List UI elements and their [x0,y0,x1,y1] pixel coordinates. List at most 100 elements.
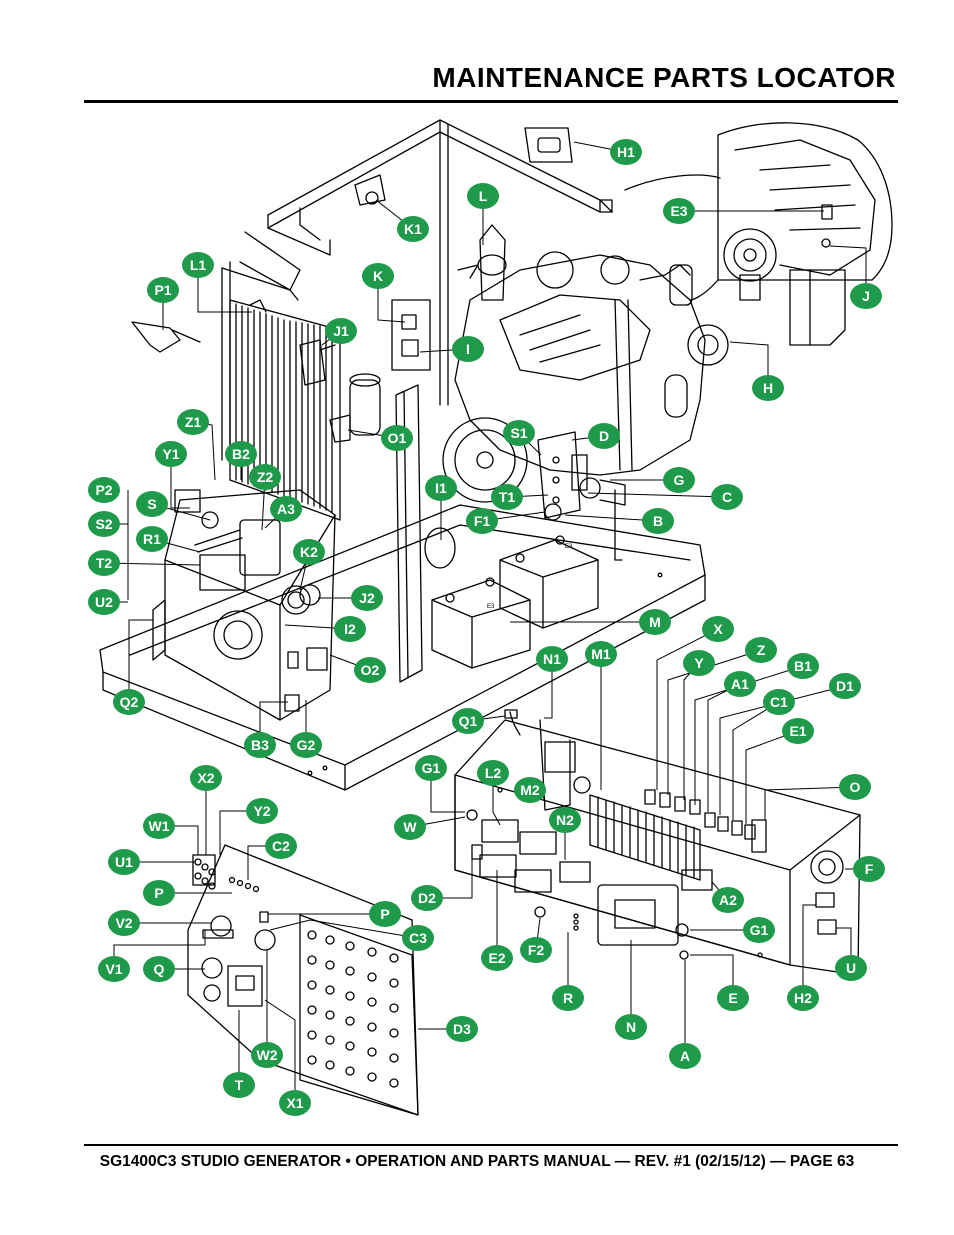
svg-text:C1: C1 [770,694,788,710]
svg-text:S1: S1 [510,425,527,441]
callout-n: N [615,1014,647,1040]
callout-y1: Y1 [155,441,187,467]
svg-text:R: R [563,990,573,1006]
svg-text:Z1: Z1 [185,414,202,430]
svg-text:B1: B1 [794,658,812,674]
callout-e: E [717,985,749,1011]
svg-text:L1: L1 [190,257,207,273]
svg-text:G1: G1 [750,922,769,938]
svg-text:E1: E1 [789,723,806,739]
callout-g2: G2 [290,732,322,758]
svg-text:G2: G2 [297,737,316,753]
callout-t1: T1 [491,484,523,510]
svg-text:B: B [653,513,663,529]
svg-text:D: D [599,428,609,444]
svg-text:P: P [154,885,163,901]
svg-text:H1: H1 [617,144,635,160]
engine [442,251,729,561]
callout-z2: Z2 [249,464,281,490]
callout-e2: E2 [481,945,513,971]
callout-q1: Q1 [452,708,484,734]
callout-b1: B1 [787,653,819,679]
svg-text:B3: B3 [251,737,269,753]
svg-text:W1: W1 [149,818,170,834]
callout-c3: C3 [402,925,434,951]
svg-text:J1: J1 [333,323,349,339]
svg-text:H2: H2 [794,990,812,1006]
svg-text:P: P [380,906,389,922]
svg-text:Y2: Y2 [253,803,270,819]
svg-text:A3: A3 [277,501,295,517]
callout-s: S [136,491,168,517]
callout-p-left: P [143,880,175,906]
svg-text:F: F [865,861,874,877]
callout-a3: A3 [270,496,302,522]
callout-r1: R1 [136,526,168,552]
callout-c1: C1 [763,689,795,715]
svg-text:A: A [680,1048,690,1064]
callout-f2: F2 [520,937,552,963]
callout-g: G [663,467,695,493]
receptacle-grid [307,930,399,1088]
svg-text:P1: P1 [154,282,171,298]
callout-j1: J1 [325,318,357,344]
svg-text:X2: X2 [197,770,214,786]
callout-k: K [362,263,394,289]
callout-v1: V1 [98,956,130,982]
callout-i1: I1 [425,475,457,501]
svg-text:C3: C3 [409,930,427,946]
callout-u1: U1 [108,849,140,875]
callout-n2: N2 [549,807,581,833]
svg-text:Y: Y [694,655,704,671]
callout-a: A [669,1043,701,1069]
callout-j2: J2 [351,585,383,611]
svg-text:D3: D3 [453,1021,471,1037]
battery-marks: E3 E3 [487,544,573,610]
callout-i2: I2 [334,616,366,642]
svg-text:B2: B2 [232,446,250,462]
page-title: MAINTENANCE PARTS LOCATOR [432,62,896,93]
callout-l2: L2 [477,760,509,786]
callout-b2: B2 [225,441,257,467]
callout-d1: D1 [829,673,861,699]
upper-components [131,127,573,443]
callout-i: I [452,336,484,362]
main-control-panel [454,709,861,976]
svg-text:X: X [713,621,723,637]
svg-text:T1: T1 [499,489,516,505]
svg-text:O1: O1 [388,430,407,446]
callout-p1: P1 [147,277,179,303]
callout-p-right: P [369,901,401,927]
svg-text:R1: R1 [143,531,161,547]
svg-text:K1: K1 [404,221,422,237]
svg-text:D1: D1 [836,678,854,694]
svg-text:E2: E2 [488,950,505,966]
callout-n1: N1 [536,646,568,672]
svg-text:T2: T2 [96,555,113,571]
svg-text:F2: F2 [528,942,545,958]
svg-text:M1: M1 [591,646,611,662]
heat-sink [589,794,701,881]
callout-r: R [552,985,584,1011]
svg-text:V1: V1 [105,961,122,977]
svg-text:P2: P2 [95,482,112,498]
svg-text:L: L [479,188,488,204]
svg-text:J2: J2 [359,590,375,606]
callout-e3: E3 [663,198,695,224]
callout-b3: B3 [244,732,276,758]
callout-v2: V2 [108,910,140,936]
callout-w: W [394,814,426,840]
svg-text:A2: A2 [719,892,737,908]
callout-c: C [711,484,743,510]
callout-t2: T2 [88,550,120,576]
callout-w2: W2 [251,1042,283,1068]
footer-rule [84,1144,898,1146]
batteries [424,527,599,669]
enclosure-frame [221,119,613,461]
svg-text:H: H [763,380,773,396]
callout-s1: S1 [503,420,535,446]
callout-b: B [642,508,674,534]
svg-text:W2: W2 [257,1047,278,1063]
svg-text:Z2: Z2 [257,469,274,485]
svg-text:X1: X1 [286,1095,303,1111]
